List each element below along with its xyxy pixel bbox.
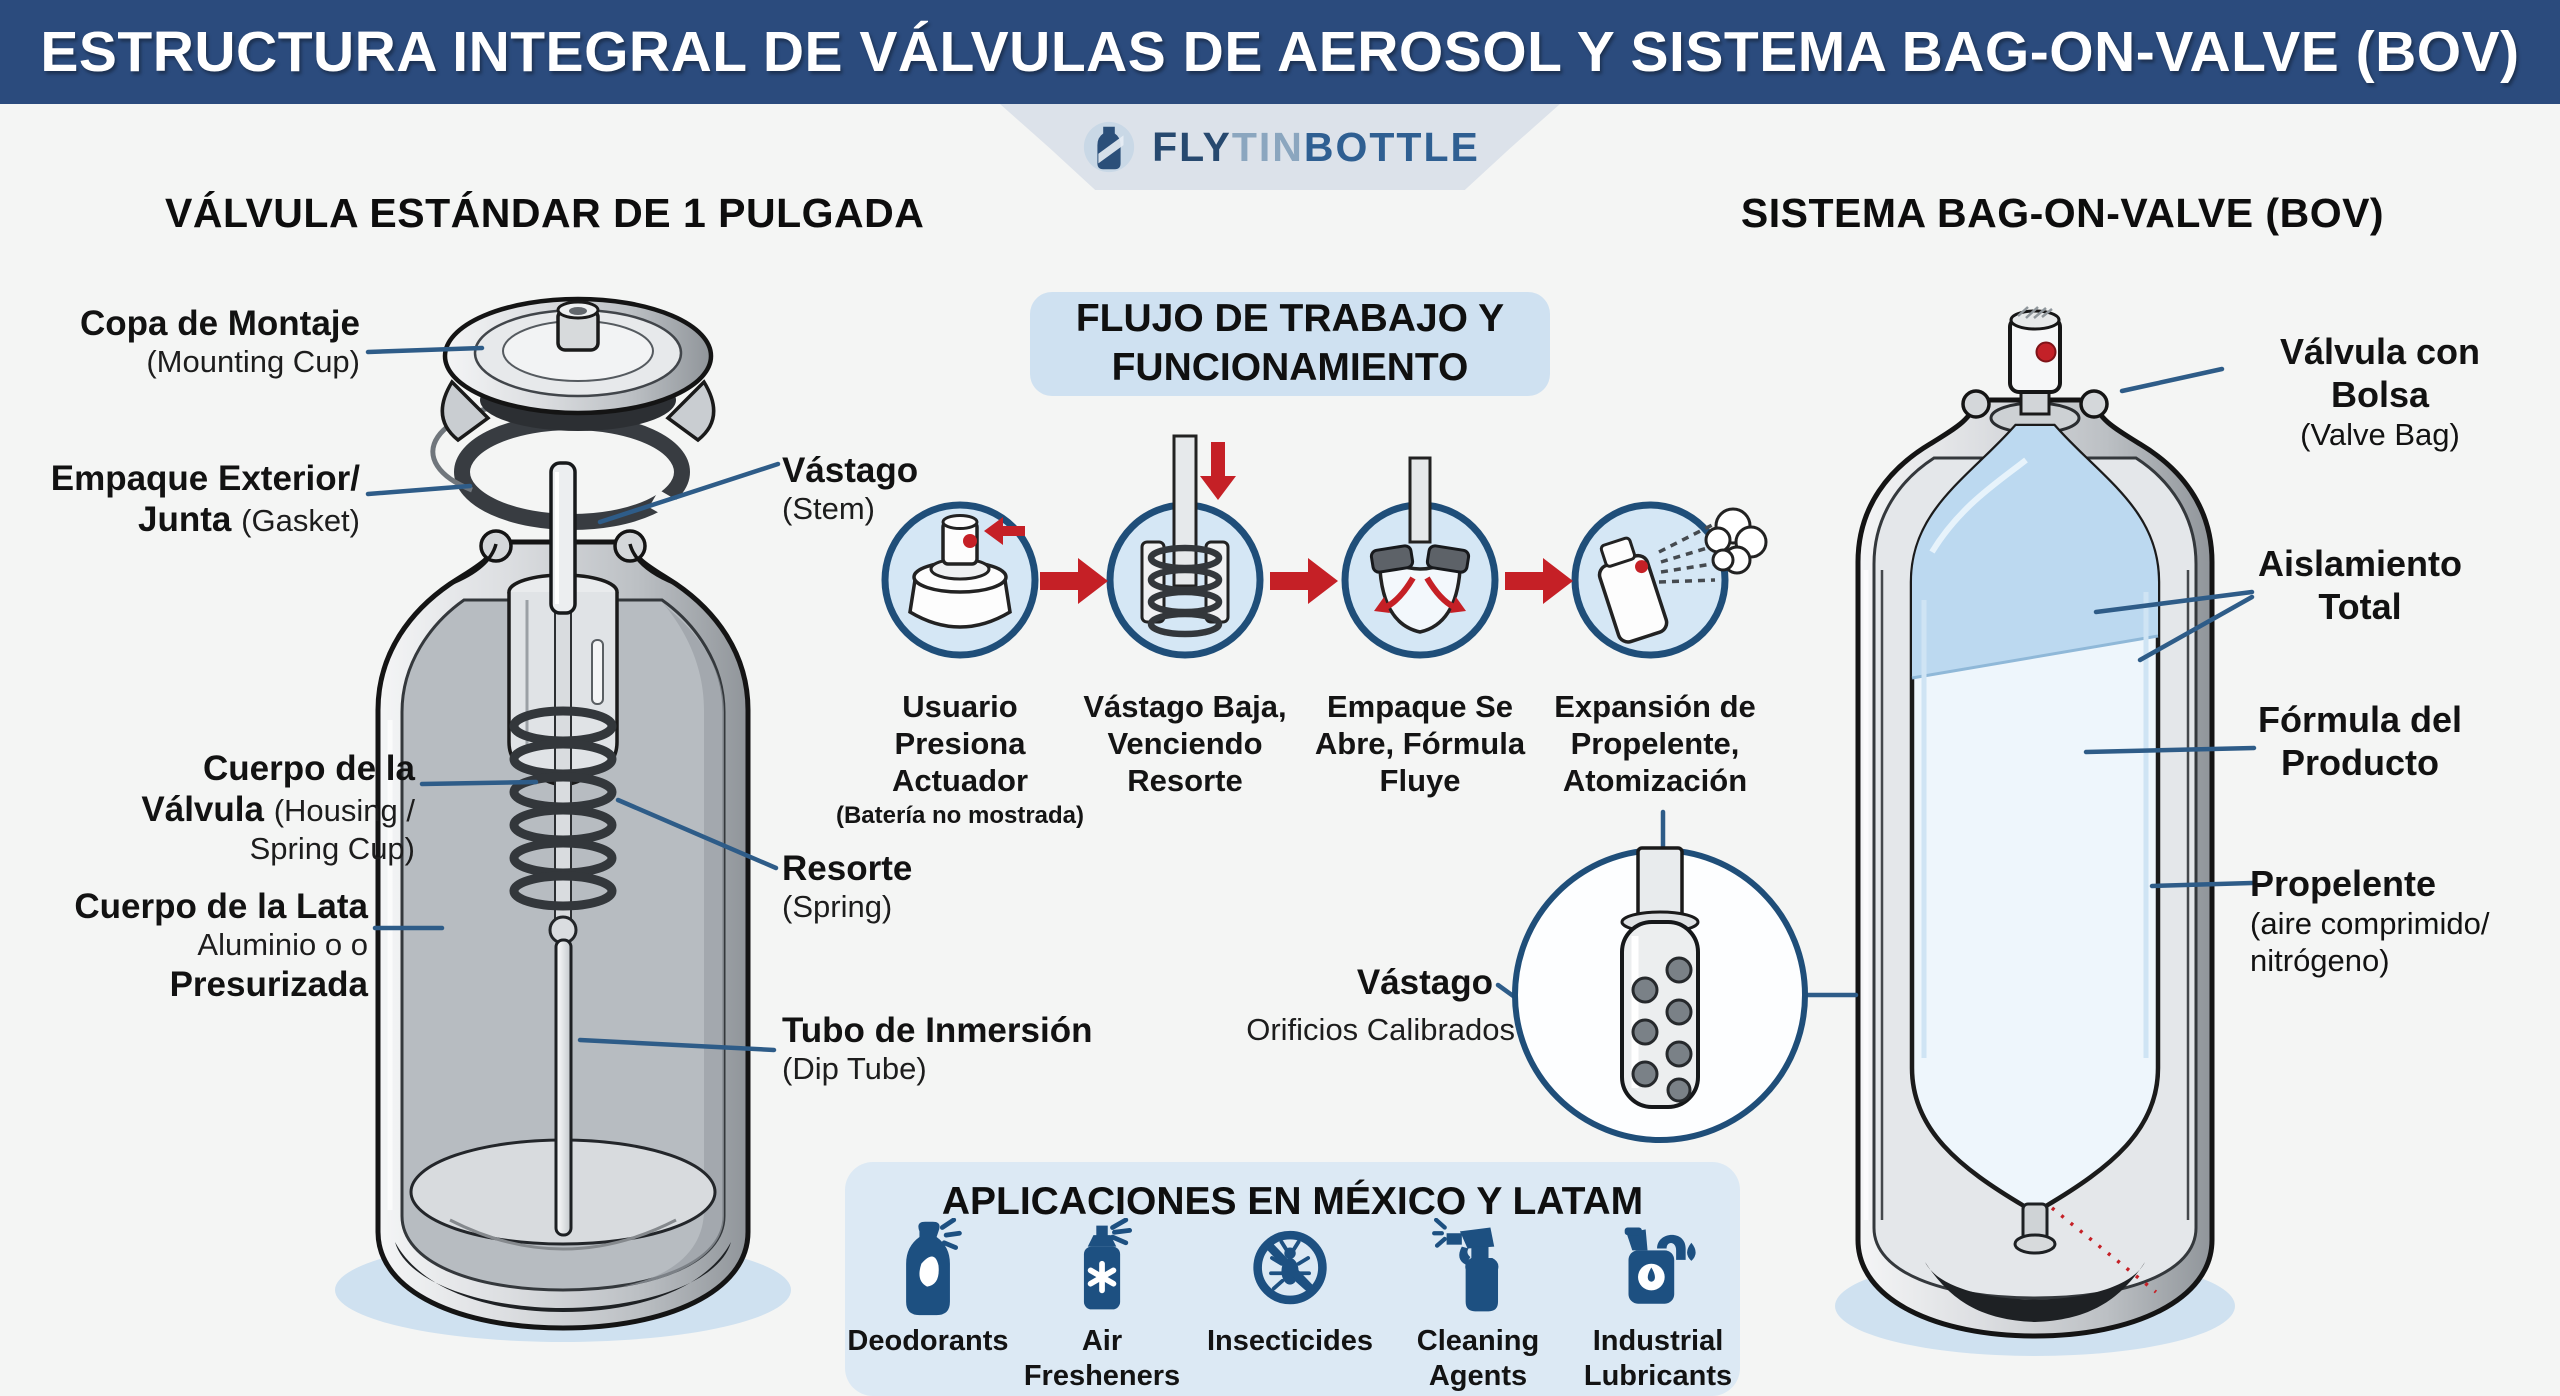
gasket-open-icon xyxy=(1341,456,1499,659)
application-item-deodorants: Deodorants xyxy=(833,1218,1023,1359)
spring xyxy=(509,706,617,911)
pointer-line xyxy=(365,345,485,355)
callout-stem: Vástago (Stem) xyxy=(782,451,919,527)
air-freshener-can-icon xyxy=(1083,1218,1132,1310)
industrial-lubricant-jug-icon xyxy=(1624,1227,1696,1304)
flow-arrow-icon xyxy=(1505,558,1573,604)
bov-can-illustration xyxy=(1835,306,2235,1356)
press-arrow-icon xyxy=(984,517,1025,545)
product-liquid xyxy=(1912,426,2158,678)
header-bar: ESTRUCTURA INTEGRAL DE VÁLVULAS DE AEROS… xyxy=(0,0,2560,104)
dip-tube xyxy=(554,938,573,1237)
workflow-title-line2: FUNCIONAMIENTO xyxy=(1111,346,1469,389)
pointer-line xyxy=(2137,594,2255,663)
flow-arrow-icon xyxy=(1270,558,1338,604)
deodorant-bottle-icon xyxy=(905,1218,962,1316)
cleaning-spray-bottle-icon xyxy=(1431,1218,1498,1312)
callout-gasket: Empaque Exterior/ Junta (Gasket) xyxy=(50,459,360,540)
stem-orifices-inset xyxy=(1512,846,1808,1143)
logo-banner: FLYTINBOTTLE xyxy=(1000,104,1560,190)
left-section-heading: VÁLVULA ESTÁNDAR DE 1 PULGADA xyxy=(165,190,925,236)
pointer-line xyxy=(419,779,539,787)
calibrated-orifices xyxy=(1631,956,1693,1103)
callout-propellant: Propelente (aire comprimido/ nitrógeno) xyxy=(2250,863,2490,979)
flow-arrow-icon xyxy=(1040,558,1108,604)
pointer-line xyxy=(2119,366,2225,394)
inner-bag xyxy=(1909,423,2161,1255)
callout-valve-housing: Cuerpo de la Válvula (Housing / Spring C… xyxy=(141,749,415,866)
pointer-line xyxy=(597,461,781,525)
stem-down-icon xyxy=(1106,434,1264,659)
inset-label-stem: Vástago xyxy=(1356,963,1493,1002)
step-label-2: Vástago Baja,Venciendo Resorte xyxy=(1083,689,1287,799)
pointer-line xyxy=(365,483,473,497)
inset-label-orifices: Orificios Calibrados xyxy=(1246,1012,1515,1047)
workflow-title-line1: FLUJO DE TRABAJO Y xyxy=(1075,297,1505,341)
insecticide-prohibition-icon xyxy=(1252,1230,1327,1305)
atomization-icon xyxy=(1571,501,1768,659)
callout-dip-tube: Tubo de Inmersión (Dip Tube) xyxy=(782,1011,1093,1087)
callout-formula: Fórmula del Producto xyxy=(2257,699,2463,784)
valve-stem xyxy=(549,461,577,615)
callout-valve-bag: Válvula con Bolsa (Valve Bag) xyxy=(2279,331,2481,453)
workflow-title-box: FLUJO DE TRABAJO Y FUNCIONAMIENTO xyxy=(1030,292,1550,396)
application-item-insecticides: Insecticides xyxy=(1195,1218,1385,1359)
standard-valve-can-illustration xyxy=(335,296,791,1342)
callout-can-body: Cuerpo de la Lata Aluminio o o Presuriza… xyxy=(74,887,368,1004)
applications-heading: APLICACIONES EN MÉXICO Y LATAM xyxy=(941,1180,1644,1223)
callout-spring: Resorte (Spring) xyxy=(782,849,913,925)
bottle-logo-icon xyxy=(1084,121,1135,173)
mounting-cup xyxy=(440,296,716,443)
pointer-line xyxy=(577,1037,777,1053)
down-arrow-icon xyxy=(1200,442,1236,500)
callout-mounting-cup: Copa de Montaje (Mounting Cup) xyxy=(79,304,360,380)
page-title: ESTRUCTURA INTEGRAL DE VÁLVULAS DE AEROS… xyxy=(40,20,2520,84)
callout-isolation: Aislamiento Total xyxy=(2257,543,2463,628)
logo-wordmark: FLYTINBOTTLE xyxy=(1152,123,1480,170)
pointer-line xyxy=(615,797,779,871)
pointer-line xyxy=(2083,745,2257,755)
pointer-line xyxy=(2149,880,2255,889)
actuator-press-icon xyxy=(881,501,1039,659)
spray-cloud-icon xyxy=(1704,507,1768,575)
right-section-heading: SISTEMA BAG-ON-VALVE (BOV) xyxy=(1740,190,2385,236)
valve-dot xyxy=(2035,341,2057,363)
pointer-line xyxy=(2093,589,2255,615)
bov-valve-stub xyxy=(2008,306,2062,416)
